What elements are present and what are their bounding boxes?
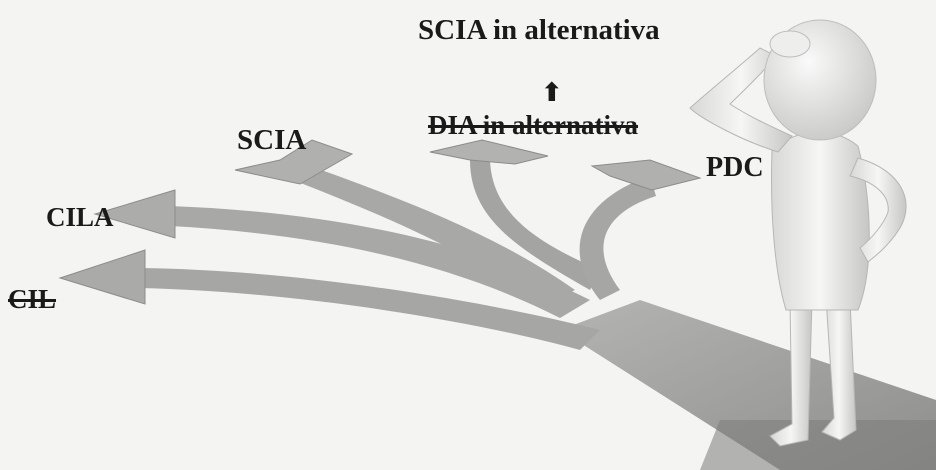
label-cila: CILA	[46, 204, 114, 231]
label-scia: SCIA	[237, 126, 306, 155]
label-scia-in-alternativa: SCIA in alternativa	[418, 16, 660, 45]
label-dia-in-alternativa: DIA in alternativa	[428, 112, 638, 139]
figure-shadow	[700, 420, 936, 470]
label-cil: CIL	[8, 286, 56, 313]
up-arrow-icon: ⬆	[541, 80, 563, 106]
arrow-pdc	[580, 160, 700, 300]
label-pdc: PDC	[706, 154, 764, 182]
